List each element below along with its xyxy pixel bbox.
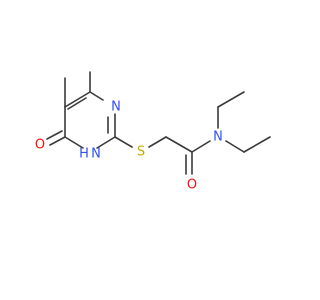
atom-labels: N N H O S O N [35,100,223,193]
bond-ch2-carbonyl [165,136,193,153]
bonds [46,71,271,175]
atom-n-amide: N [213,130,223,145]
bond-c2-s1 [114,136,133,148]
bond-c6-n1 [64,136,84,149]
atom-s-thioether: S [137,145,145,160]
bond-carbonyl-n3 [191,140,211,153]
bond-ethyl2-ch3 [243,136,271,153]
bond-c4-n3 [89,91,104,101]
atom-n1-ring: N [91,147,101,162]
bond-n3-ethyl2-ch2 [225,140,245,153]
bond-c4-c5-double [67,97,87,110]
bond-ethyl1-ch3 [217,91,245,108]
atom-n3-ring: N [111,100,121,115]
bond-s1-ch2 [148,136,167,148]
atom-h-on-n1: H [79,147,89,162]
bond-c4-c5 [64,91,91,108]
atom-o-keto: O [35,138,45,153]
bond-c6-o1 [49,136,66,146]
bond-n1-c2 [96,136,116,149]
molecule-structure: N N H O S O N [35,71,271,193]
bond-c6-o1-double [46,130,63,140]
atom-o-amide: O [187,178,197,193]
